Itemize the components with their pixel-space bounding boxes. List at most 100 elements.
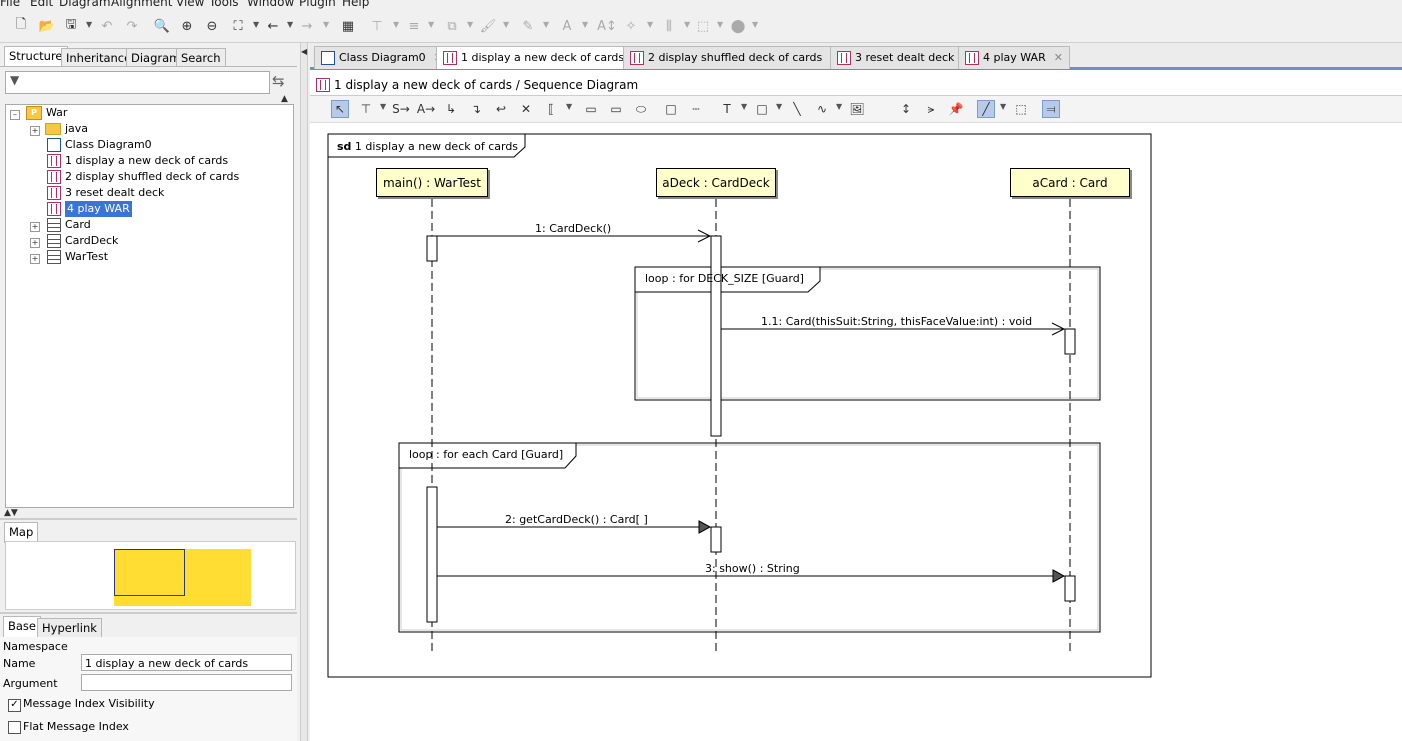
circle-dropdown-icon[interactable]: ▼ bbox=[752, 20, 759, 29]
lifeline-tool-icon[interactable]: ⊤ bbox=[360, 102, 372, 116]
zoom-in-icon[interactable]: ⊕ bbox=[181, 18, 193, 34]
expand-icon[interactable]: + bbox=[30, 254, 40, 264]
map-viewport[interactable] bbox=[114, 549, 185, 596]
note-tool-icon[interactable]: □ bbox=[665, 102, 677, 116]
tree-item-seq4[interactable]: 4 play WAR bbox=[47, 201, 132, 217]
collapse-icon[interactable]: – bbox=[10, 110, 20, 120]
curve-tool-icon[interactable]: ∿ bbox=[816, 102, 828, 116]
redo-icon[interactable]: ↷ bbox=[126, 18, 138, 34]
tree-item-seq2[interactable]: 2 display shuffled deck of cards bbox=[47, 169, 239, 185]
size-dropdown-icon[interactable]: ▼ bbox=[717, 20, 724, 29]
destroy-message-tool-icon[interactable]: ↴ bbox=[470, 102, 482, 116]
tab-base[interactable]: Base bbox=[3, 616, 42, 637]
lifeline-dropdown-icon[interactable]: ▼ bbox=[380, 102, 387, 111]
expand-icon[interactable]: + bbox=[30, 126, 40, 136]
line-tool-icon[interactable]: ╲ bbox=[793, 102, 801, 116]
back-arrow-icon[interactable]: ← bbox=[267, 18, 279, 34]
tab-structure[interactable]: Structure bbox=[4, 46, 68, 67]
sync-message-tool-icon[interactable]: S→ bbox=[392, 102, 410, 116]
message-1-1-label[interactable]: 1.1: Card(thisSuit:String, thisFaceValue… bbox=[761, 315, 1033, 328]
menu-tools[interactable]: Tools bbox=[209, 0, 239, 9]
message-1-label[interactable]: 1: CardDeck() bbox=[535, 222, 612, 235]
split-divider-2[interactable] bbox=[0, 612, 297, 614]
tree-item-wartest[interactable]: WarTest bbox=[47, 249, 108, 265]
forward-arrow-icon[interactable]: → bbox=[301, 18, 313, 34]
menu-help[interactable]: Help bbox=[342, 0, 370, 9]
fill-color-dropdown-icon[interactable]: ▼ bbox=[503, 20, 510, 29]
message-3-label[interactable]: 3: show() : String bbox=[705, 562, 800, 575]
doc-tab-seq1[interactable]: 1 display a new deck of cards ✕ bbox=[436, 46, 649, 69]
loop-fragment-1-label[interactable]: loop : for DECK_SIZE [Guard] bbox=[645, 272, 804, 285]
sync-icon[interactable]: ⇆ bbox=[272, 72, 285, 90]
text-dropdown-icon[interactable]: ▼ bbox=[741, 102, 748, 111]
menu-file[interactable]: File bbox=[0, 0, 21, 9]
align-top-icon[interactable]: ⊤ bbox=[371, 18, 383, 34]
font-color-icon[interactable]: A bbox=[562, 18, 572, 34]
rectangle-tool-icon[interactable]: □ bbox=[756, 102, 768, 116]
doc-tab-class-diagram0[interactable]: Class Diagram0 ✕ bbox=[314, 46, 450, 69]
panel-splitter[interactable]: ◀ bbox=[300, 43, 308, 741]
connector-style-icon[interactable]: ╱ bbox=[977, 100, 995, 118]
new-file-icon[interactable]: 🗋 bbox=[15, 17, 27, 32]
interaction-use-tool-icon[interactable]: ▭ bbox=[610, 102, 622, 116]
reply-message-tool-icon[interactable]: ↩ bbox=[495, 102, 507, 116]
tab-search[interactable]: Search bbox=[176, 48, 226, 67]
menu-diagram[interactable]: Diagram bbox=[59, 0, 111, 9]
loop-fragment-2-label[interactable]: loop : for each Card [Guard] bbox=[409, 448, 564, 461]
group-icon[interactable]: ⧉ bbox=[447, 18, 457, 34]
line-color-icon[interactable]: ✎ bbox=[522, 18, 534, 34]
forward-dropdown-icon[interactable]: ▼ bbox=[323, 20, 330, 29]
page-setup-icon[interactable]: ⬚ bbox=[1015, 102, 1027, 116]
distribute-dropdown-icon[interactable]: ▼ bbox=[684, 20, 691, 29]
argument-field[interactable] bbox=[81, 674, 292, 691]
connector-dropdown-icon[interactable]: ▼ bbox=[1000, 102, 1007, 111]
filter-input[interactable]: ▼ bbox=[5, 71, 270, 94]
ellipse-tool-icon[interactable]: ⬭ bbox=[635, 101, 647, 116]
lifeline-adeck[interactable]: aDeck : CardDeck bbox=[656, 168, 776, 197]
expand-vertical-icon[interactable]: ↕ bbox=[900, 102, 912, 116]
fragment-tool-icon[interactable]: ▭ bbox=[585, 102, 597, 116]
menu-window[interactable]: Window bbox=[247, 0, 295, 9]
text-tool-icon[interactable]: T bbox=[723, 102, 731, 116]
layout-icon[interactable]: ▦ bbox=[341, 18, 355, 34]
rectangle-dropdown-icon[interactable]: ▼ bbox=[776, 102, 783, 111]
align-top-dropdown-icon[interactable]: ▼ bbox=[393, 20, 400, 29]
tree-item-seq3[interactable]: 3 reset dealt deck bbox=[47, 185, 164, 201]
doc-tab-seq3[interactable]: 3 reset dealt deck ✕ bbox=[830, 46, 979, 69]
message-2-label[interactable]: 2: getCardDeck() : Card[ ] bbox=[505, 513, 648, 526]
fill-color-icon[interactable]: 🖌 bbox=[479, 18, 497, 34]
tree-item-seq1[interactable]: 1 display a new deck of cards bbox=[47, 153, 228, 169]
pin-icon[interactable]: 📌 bbox=[948, 102, 964, 116]
menu-plugin[interactable]: Plugin bbox=[299, 0, 336, 9]
curve-dropdown-icon[interactable]: ▼ bbox=[836, 102, 843, 111]
menu-view[interactable]: View bbox=[176, 0, 205, 9]
font-size-icon[interactable]: A↕ bbox=[597, 18, 617, 34]
menu-alignment[interactable]: Alignment bbox=[111, 0, 173, 9]
doc-tab-seq4[interactable]: 4 play WAR ✕ bbox=[958, 46, 1070, 69]
align-left-icon[interactable]: ≡ bbox=[408, 18, 420, 34]
lifeline-acard[interactable]: aCard : Card bbox=[1010, 168, 1130, 197]
split-arrows-icon[interactable]: ▲▼ bbox=[4, 508, 18, 518]
fit-dropdown-icon[interactable]: ▼ bbox=[253, 20, 260, 29]
tab-map[interactable]: Map bbox=[4, 522, 39, 543]
async-message-tool-icon[interactable]: A→ bbox=[416, 102, 436, 116]
map-overview[interactable] bbox=[114, 549, 251, 606]
select-tool-icon[interactable]: ↖ bbox=[331, 100, 349, 118]
doc-tab-seq2[interactable]: 2 display shuffled deck of cards ✕ bbox=[623, 46, 847, 69]
save-icon[interactable]: 🖫 bbox=[65, 17, 77, 32]
compress-vertical-icon[interactable]: ⪫ bbox=[927, 101, 935, 116]
undo-icon[interactable]: ↶ bbox=[101, 18, 113, 34]
dashed-line-tool-icon[interactable]: ┄ bbox=[692, 102, 700, 116]
message-index-icon[interactable]: ⫤ bbox=[1042, 100, 1060, 118]
tree-root[interactable]: P War bbox=[26, 105, 67, 121]
menu-edit[interactable]: Edit bbox=[30, 0, 54, 9]
scroll-up-icon[interactable]: ▲ bbox=[281, 94, 288, 104]
delete-tool-icon[interactable]: ✕ bbox=[520, 102, 532, 116]
tree-item-carddeck[interactable]: CardDeck bbox=[47, 233, 118, 249]
tree-item-card[interactable]: Card bbox=[47, 217, 91, 233]
line-color-dropdown-icon[interactable]: ▼ bbox=[543, 20, 550, 29]
circle-icon[interactable]: ⬤ bbox=[730, 18, 746, 34]
close-icon[interactable]: ✕ bbox=[1053, 51, 1063, 64]
split-divider[interactable] bbox=[0, 518, 297, 520]
shape-style-icon[interactable]: ✧ bbox=[625, 18, 637, 34]
